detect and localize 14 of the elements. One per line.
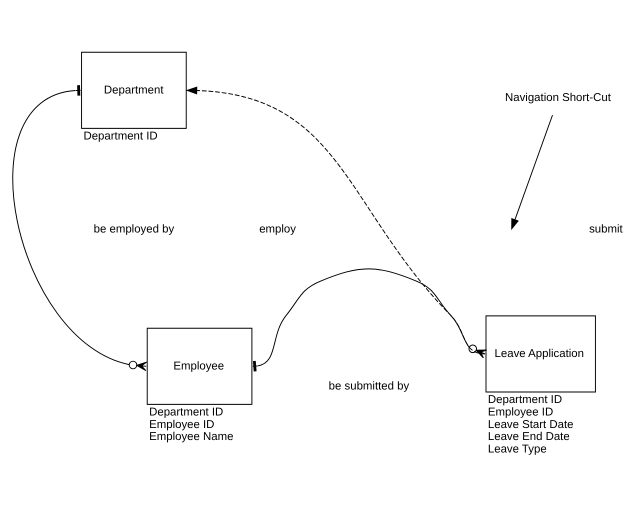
label: be submitted by (328, 380, 410, 392)
node-label: Department ID (149, 406, 224, 418)
label: submit (589, 223, 623, 236)
node-label: Employee ID (149, 418, 214, 430)
node-label: Leave End Date (488, 430, 570, 443)
label: be employed by (94, 223, 174, 236)
node-label: Department ID (488, 394, 562, 406)
node-label: Employee ID (488, 406, 554, 418)
node-label: Employee Name (149, 430, 234, 443)
node-label: Leave Start Date (488, 418, 574, 430)
node-text: Navigation Short-Cut (505, 91, 611, 104)
node-label: Leave Type (488, 443, 547, 456)
node-label: Department ID (83, 130, 158, 142)
label: employ (259, 223, 296, 236)
